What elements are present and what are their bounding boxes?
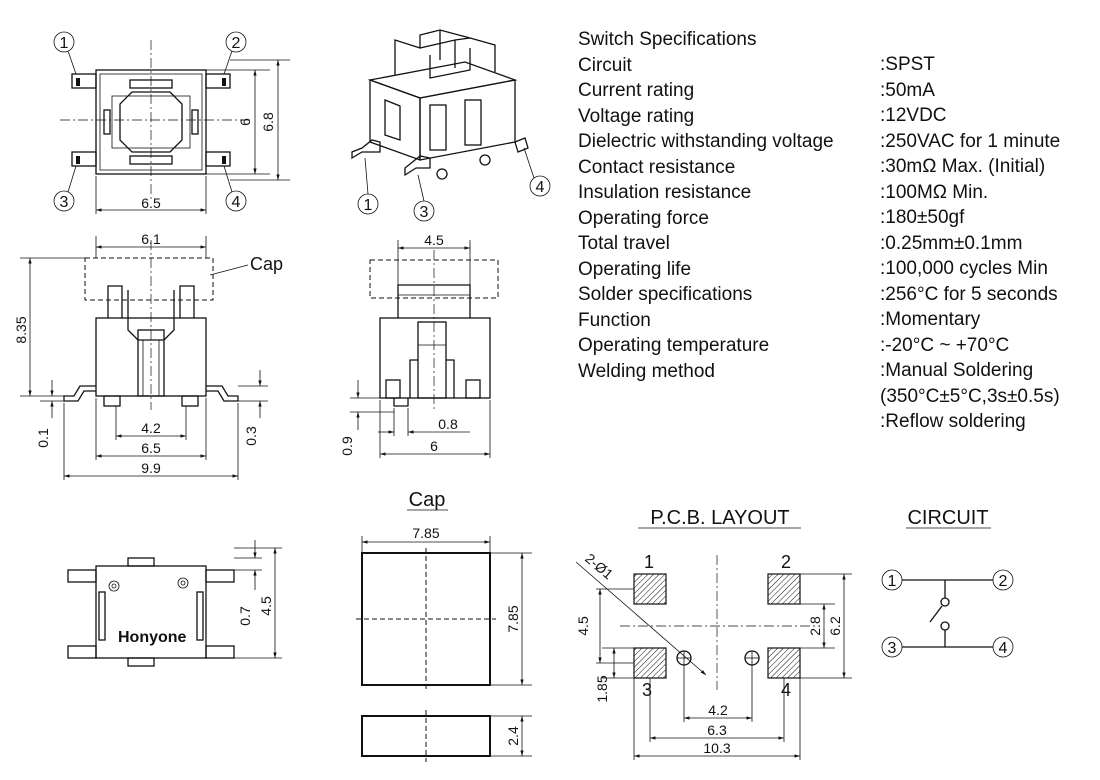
top-dim-width: 6.5	[141, 195, 161, 211]
bottom-view	[67, 540, 282, 667]
spec-value: :Manual Soldering	[880, 360, 1034, 381]
cap-dim-height: 2.4	[505, 726, 521, 746]
spec-label: Function	[578, 309, 651, 331]
bottom-brand: Honyone	[118, 629, 187, 646]
spec-value: :30mΩ Max. (Initial)	[880, 156, 1046, 177]
front-view	[20, 236, 268, 480]
front-dim-pad-pitch: 4.2	[141, 420, 161, 436]
pcb-dim-pad-pitch: 6.3	[707, 722, 727, 738]
pcb-dim-gap: 2.8	[807, 616, 823, 636]
circuit-title: CIRCUIT	[907, 507, 988, 529]
iso-pin-1: 1	[364, 197, 373, 214]
spec-value: :12VDC	[880, 105, 947, 126]
spec-label: Solder specifications	[578, 284, 753, 305]
spec-value: :100,000 cycles Min	[880, 258, 1048, 279]
top-dim-overall: 6.8	[260, 112, 276, 132]
circuit-node-3: 3	[888, 640, 897, 657]
spec-value: :250VAC for 1 minute	[880, 130, 1061, 152]
top-pin-4: 4	[232, 194, 241, 211]
spec-label: Welding method	[578, 360, 715, 382]
pcb-pad-1: 1	[644, 552, 654, 572]
spec-label: Insulation resistance	[578, 182, 752, 203]
top-dim-body: 6	[237, 118, 253, 126]
iso-pin-3: 3	[420, 204, 429, 221]
circuit-node-2: 2	[999, 573, 1008, 590]
spec-label: Operating force	[578, 207, 709, 229]
pcb-title: P.C.B. LAYOUT	[650, 507, 789, 529]
circuit-node-4: 4	[999, 640, 1008, 657]
side-dim-standoff: 0.9	[339, 436, 355, 456]
front-dim-cap-width: 6.1	[141, 231, 161, 247]
side-dim-foot: 0.8	[438, 416, 458, 432]
spec-value-extra: :Reflow soldering	[880, 411, 1026, 432]
pcb-dim-pad-h: 1.85	[594, 675, 610, 702]
cap-dim-width: 7.85	[412, 525, 439, 541]
cap-dim-depth: 7.85	[505, 605, 521, 632]
spec-label: Total travel	[578, 233, 670, 254]
spec-value: :Momentary	[880, 309, 981, 330]
side-dim-width: 6	[430, 438, 438, 454]
pcb-layout	[575, 527, 852, 760]
spec-label: Circuit	[578, 54, 632, 76]
front-dim-lead: 0.3	[243, 426, 259, 446]
spec-value: :100MΩ Min.	[880, 181, 989, 203]
spec-label: Contact resistance	[578, 156, 736, 178]
spec-value-extra: (350°C±5°C,3s±0.5s)	[880, 385, 1060, 407]
circuit-node-1: 1	[888, 573, 897, 590]
pcb-dim-span-v: 6.2	[827, 616, 843, 636]
front-dim-height: 8.35	[13, 316, 29, 343]
pcb-pad-4: 4	[781, 680, 791, 700]
front-dim-overall-width: 9.9	[141, 460, 161, 476]
pcb-dim-holes: 2-Ø1	[582, 550, 616, 582]
pcb-pad-2: 2	[781, 552, 791, 572]
pcb-dim-holes-pitch: 4.2	[708, 702, 728, 718]
spec-value: :50mA	[880, 79, 935, 101]
spec-labels: Switch Specifications Circuit Current ra…	[578, 27, 834, 384]
spec-label: Dielectric withstanding voltage	[578, 131, 834, 152]
top-pin-1: 1	[60, 35, 69, 52]
top-pin-2: 2	[232, 35, 241, 52]
top-view	[53, 31, 290, 214]
front-cap-label: Cap	[250, 254, 283, 274]
spec-label: Voltage rating	[578, 105, 695, 127]
iso-pin-4: 4	[536, 179, 545, 196]
front-dim-body-width: 6.5	[141, 440, 161, 456]
spec-value: :0.25mm±0.1mm	[880, 232, 1023, 254]
cap-title: Cap	[409, 489, 446, 511]
front-dim-standoff: 0.1	[35, 428, 51, 448]
isometric-view	[351, 29, 551, 222]
spec-label: Operating life	[578, 258, 692, 280]
pcb-dim-overall: 10.3	[703, 740, 730, 756]
spec-label: Operating temperature	[578, 335, 770, 356]
side-view	[350, 240, 499, 458]
bottom-dim-height: 4.5	[258, 596, 274, 616]
top-pin-3: 3	[60, 194, 69, 211]
spec-value: :-20°C ~ +70°C	[880, 334, 1010, 356]
spec-values: :SPST :50mA :12VDC :250VAC for 1 minute …	[880, 52, 1060, 435]
spec-title: Switch Specifications	[578, 29, 757, 50]
spec-label: Current rating	[578, 80, 695, 101]
pcb-pad-3: 3	[642, 680, 652, 700]
side-dim-cap: 4.5	[424, 232, 444, 248]
circuit-diagram	[881, 527, 1014, 658]
pcb-dim-pad-v: 4.5	[575, 616, 591, 636]
cap-view	[356, 509, 532, 762]
bottom-dim-offset: 0.7	[237, 606, 253, 626]
spec-value: :180±50gf	[880, 207, 965, 228]
spec-value: :SPST	[880, 54, 935, 75]
spec-value: :256°C for 5 seconds	[880, 283, 1058, 305]
